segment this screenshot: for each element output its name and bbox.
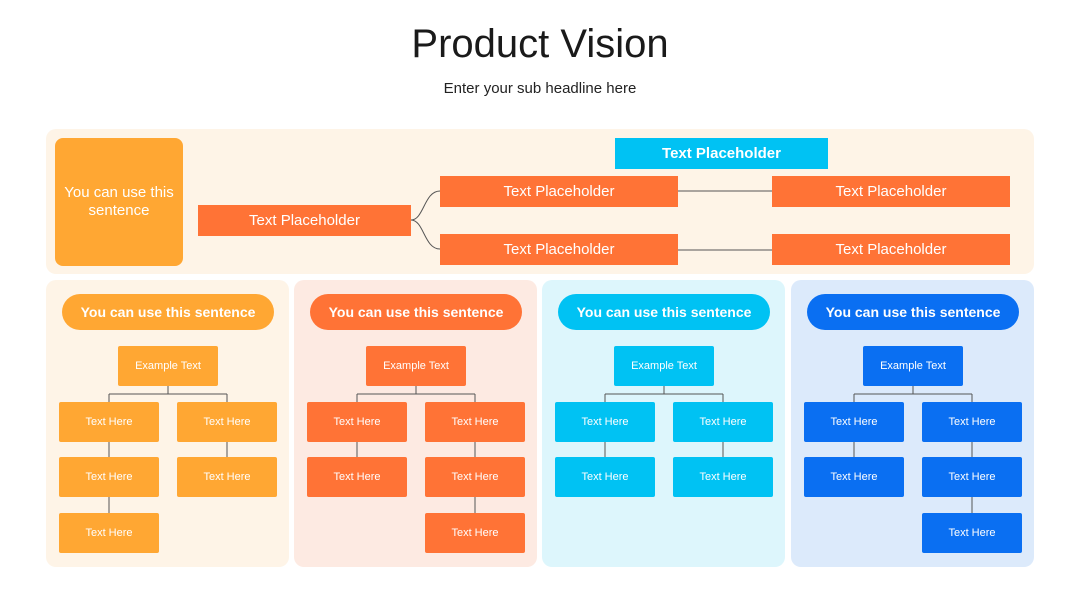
column-2-left-box: Text Here: [307, 402, 407, 442]
column-1-left-box: Text Here: [59, 402, 159, 442]
top-branch-1: Text Placeholder: [440, 176, 678, 207]
column-root-box-3: Example Text: [614, 346, 714, 386]
column-2-right-box: Text Here: [425, 513, 525, 553]
column-1-right-box: Text Here: [177, 402, 277, 442]
column-3-left-box: Text Here: [555, 402, 655, 442]
column-heading-4: You can use this sentence: [807, 294, 1019, 330]
top-label-box: Text Placeholder: [615, 138, 828, 169]
column-heading-3: You can use this sentence: [558, 294, 770, 330]
column-4-right-box: Text Here: [922, 513, 1022, 553]
column-root-box-1: Example Text: [118, 346, 218, 386]
column-2-right-box: Text Here: [425, 402, 525, 442]
top-leaf-2: Text Placeholder: [772, 234, 1010, 265]
page-subtitle: Enter your sub headline here: [443, 80, 637, 97]
column-2-left-box: Text Here: [307, 457, 407, 497]
column-4-right-box: Text Here: [922, 457, 1022, 497]
column-4-right-box: Text Here: [922, 402, 1022, 442]
column-root-box-2: Example Text: [366, 346, 466, 386]
column-4-left-box: Text Here: [804, 457, 904, 497]
top-branch-2: Text Placeholder: [440, 234, 678, 265]
column-2-right-box: Text Here: [425, 457, 525, 497]
column-heading-2: You can use this sentence: [310, 294, 522, 330]
top-root-box: Text Placeholder: [198, 205, 411, 236]
page-title: Product Vision: [411, 22, 669, 66]
column-4-left-box: Text Here: [804, 402, 904, 442]
column-heading-1: You can use this sentence: [62, 294, 274, 330]
column-1-left-box: Text Here: [59, 513, 159, 553]
column-3-right-box: Text Here: [673, 402, 773, 442]
top-side-box: You can use this sentence: [55, 138, 183, 266]
column-3-left-box: Text Here: [555, 457, 655, 497]
top-leaf-1: Text Placeholder: [772, 176, 1010, 207]
column-1-left-box: Text Here: [59, 457, 159, 497]
column-root-box-4: Example Text: [863, 346, 963, 386]
column-1-right-box: Text Here: [177, 457, 277, 497]
column-3-right-box: Text Here: [673, 457, 773, 497]
